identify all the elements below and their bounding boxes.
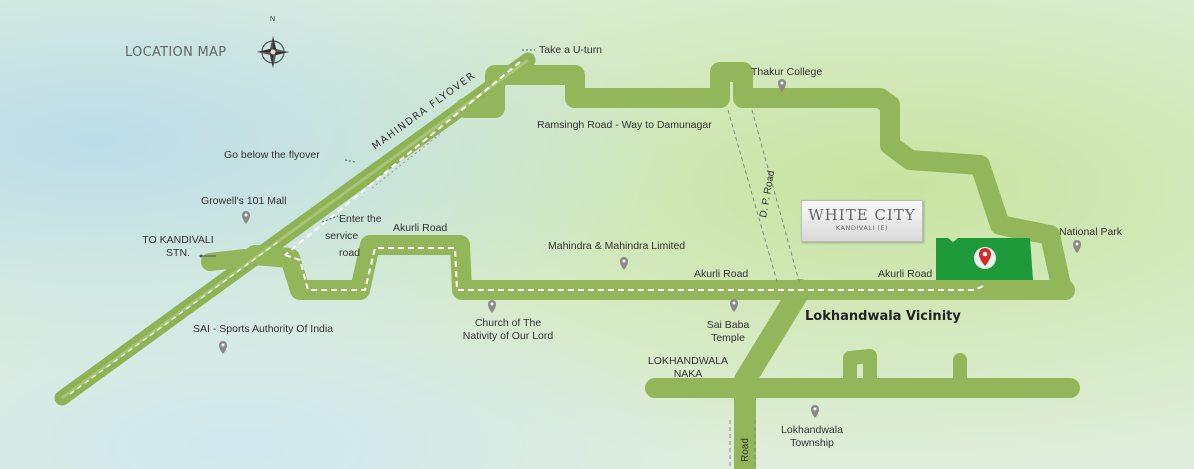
map-pin-icon <box>811 405 819 418</box>
compass-rose-icon <box>257 36 289 68</box>
sai-sports-label: SAI - Sports Authority Of India <box>193 323 334 335</box>
map-pin-icon <box>242 211 250 224</box>
map-pin-icon <box>730 299 738 312</box>
akurli-road <box>245 235 1075 300</box>
enter-service-road-label: Enter the service road <box>325 213 382 259</box>
white-city-sign: WHITE CITY KANDIVALI (E) <box>801 200 923 242</box>
lokhandwala-naka-label: LOKHANDWALA NAKA <box>647 355 729 380</box>
church-label: Church of The Nativity of Our Lord <box>462 317 554 342</box>
compass-north-label: N <box>270 16 276 23</box>
lokhandwala-township-label: Lokhandwala Township <box>781 424 843 449</box>
page-title: LOCATION MAP <box>125 45 227 60</box>
project-location-pin-icon <box>974 247 996 269</box>
map-pin-icon <box>219 341 227 354</box>
akurli-road-label-2: Akurli Road <box>694 268 749 280</box>
take-uturn-label: Take a U-turn <box>539 44 603 56</box>
left-stub-road <box>201 249 254 271</box>
lokhandwala-link-road <box>734 279 811 391</box>
national-park-label: National Park <box>1059 226 1123 238</box>
to-kandivali-station-label: TO KANDIVALI STN. <box>142 234 214 259</box>
go-below-flyover-label: Go below the flyover <box>224 149 320 161</box>
map-pin-icon <box>488 300 496 313</box>
project-name: WHITE CITY <box>808 206 916 224</box>
thakur-college-label: Thakur College <box>751 66 823 78</box>
pins <box>219 79 1081 418</box>
dp-road <box>727 109 801 286</box>
akurli-road-label-1: Akurli Road <box>393 222 448 234</box>
lokhandwala-vicinity-label: Lokhandwala Vicinity <box>805 309 961 324</box>
project-locality: KANDIVALI (E) <box>835 224 889 232</box>
akurli-road-label-3: Akurli Road <box>878 268 933 280</box>
bottom-road-label: Road <box>740 438 751 462</box>
growells-mall-label: Growell's 101 Mall <box>201 195 287 207</box>
map-pin-icon <box>620 257 628 270</box>
mahindra-ltd-label: Mahindra & Mahindra Limited <box>548 240 686 252</box>
ramsingh-road-label: Ramsingh Road - Way to Damunagar <box>537 119 712 131</box>
route-dashed-line <box>284 61 986 291</box>
map-pin-icon <box>778 79 786 92</box>
sai-baba-temple-label: Sai Baba Temple <box>706 319 750 344</box>
ramsingh-road <box>455 62 1072 300</box>
lokhandwala-spur-1 <box>843 349 877 395</box>
map-pin-icon <box>1073 240 1081 253</box>
